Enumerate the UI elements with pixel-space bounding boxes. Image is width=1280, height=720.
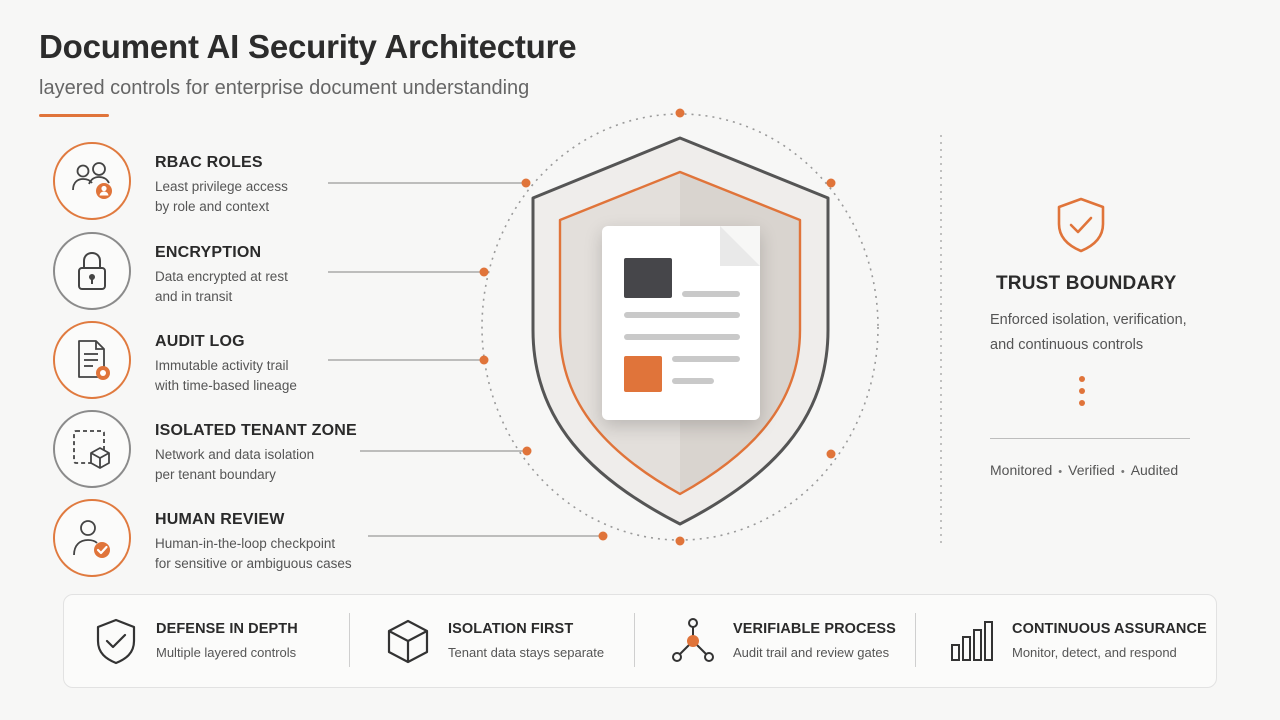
pillar-divider bbox=[349, 613, 350, 667]
control-rbac-roles: RBAC ROLES Least privilege access by rol… bbox=[53, 142, 393, 220]
network-nodes-icon bbox=[672, 618, 714, 662]
node-dot bbox=[479, 267, 489, 277]
document-fold bbox=[720, 226, 760, 266]
control-description: Human-in-the-loop checkpoint for sensiti… bbox=[155, 536, 352, 571]
bar-chart-icon bbox=[951, 621, 993, 661]
control-encryption: ENCRYPTION Data encrypted at rest and in… bbox=[53, 232, 393, 310]
node-dot bbox=[826, 178, 836, 188]
control-title: ISOLATED TENANT ZONE bbox=[155, 422, 357, 439]
pillar-divider bbox=[915, 613, 916, 667]
node-dot bbox=[826, 449, 836, 459]
control-title: AUDIT LOG bbox=[155, 333, 245, 350]
control-icon-ring bbox=[53, 232, 131, 310]
principles-panel: DEFENSE IN DEPTH Multiple layered contro… bbox=[63, 594, 1217, 688]
control-icon-ring bbox=[53, 142, 131, 220]
control-description: Least privilege access by role and conte… bbox=[155, 179, 288, 214]
lock-icon bbox=[78, 251, 106, 290]
control-icon-ring bbox=[53, 410, 131, 488]
control-description: Immutable activity trail with time-based… bbox=[155, 358, 297, 393]
trust-dots bbox=[1078, 376, 1086, 416]
pillar-title: DEFENSE IN DEPTH bbox=[156, 621, 298, 637]
shield-inner-border bbox=[558, 170, 802, 496]
pillar-description: Audit trail and review gates bbox=[733, 645, 890, 660]
node-dot bbox=[675, 108, 685, 118]
tag-audited: Audited bbox=[1130, 462, 1179, 478]
tag-monitored: Monitored bbox=[990, 462, 1053, 478]
document-card bbox=[602, 226, 760, 420]
trust-boundary-title: TRUST BOUNDARY bbox=[996, 273, 1177, 294]
control-description: Data encrypted at rest and in transit bbox=[155, 269, 288, 304]
tag-verified: Verified bbox=[1068, 462, 1115, 478]
pillar-description: Multiple layered controls bbox=[156, 645, 297, 660]
node-dot bbox=[521, 178, 531, 188]
reviewer-check-icon bbox=[73, 520, 110, 558]
control-title: ENCRYPTION bbox=[155, 244, 262, 261]
page-title: Document AI Security Architecture bbox=[39, 28, 577, 65]
isolated-cube-icon bbox=[73, 430, 110, 469]
pillar-title: ISOLATION FIRST bbox=[448, 621, 574, 637]
pillar-divider bbox=[634, 613, 635, 667]
document-log-icon bbox=[78, 340, 110, 380]
control-icon-ring bbox=[53, 499, 131, 577]
shield-check-icon bbox=[96, 618, 136, 665]
control-human-review: HUMAN REVIEW Human-in-the-loop checkpoin… bbox=[53, 499, 393, 577]
control-isolated-tenant-zone: ISOLATED TENANT ZONE Network and data is… bbox=[53, 410, 393, 488]
title-accent-bar bbox=[39, 114, 109, 117]
pillar-description: Tenant data stays separate bbox=[448, 645, 605, 660]
document-content bbox=[624, 258, 740, 392]
pillar-title: CONTINUOUS ASSURANCE bbox=[1012, 621, 1207, 637]
node-dot bbox=[522, 446, 532, 456]
pillar-title: VERIFIABLE PROCESS bbox=[733, 621, 896, 637]
users-icon bbox=[72, 162, 112, 199]
control-audit-log: AUDIT LOG Immutable activity trail with … bbox=[53, 321, 393, 399]
node-dot bbox=[598, 531, 608, 541]
control-description: Network and data isolation per tenant bo… bbox=[155, 447, 315, 482]
trust-rule bbox=[990, 438, 1190, 439]
trust-boundary-description: Enforced isolation, verification, and co… bbox=[990, 312, 1187, 353]
node-dot bbox=[479, 355, 489, 365]
control-title: RBAC ROLES bbox=[155, 154, 263, 171]
page-subtitle: layered controls for enterprise document… bbox=[39, 77, 530, 99]
pillar-description: Monitor, detect, and respond bbox=[1012, 645, 1177, 660]
shield-check-icon bbox=[1057, 197, 1105, 253]
node-dot bbox=[675, 536, 685, 546]
cube-icon bbox=[387, 619, 429, 664]
trust-tags: Monitored•Verified•Audited bbox=[990, 462, 1179, 478]
control-title: HUMAN REVIEW bbox=[155, 511, 285, 528]
control-icon-ring bbox=[53, 321, 131, 399]
